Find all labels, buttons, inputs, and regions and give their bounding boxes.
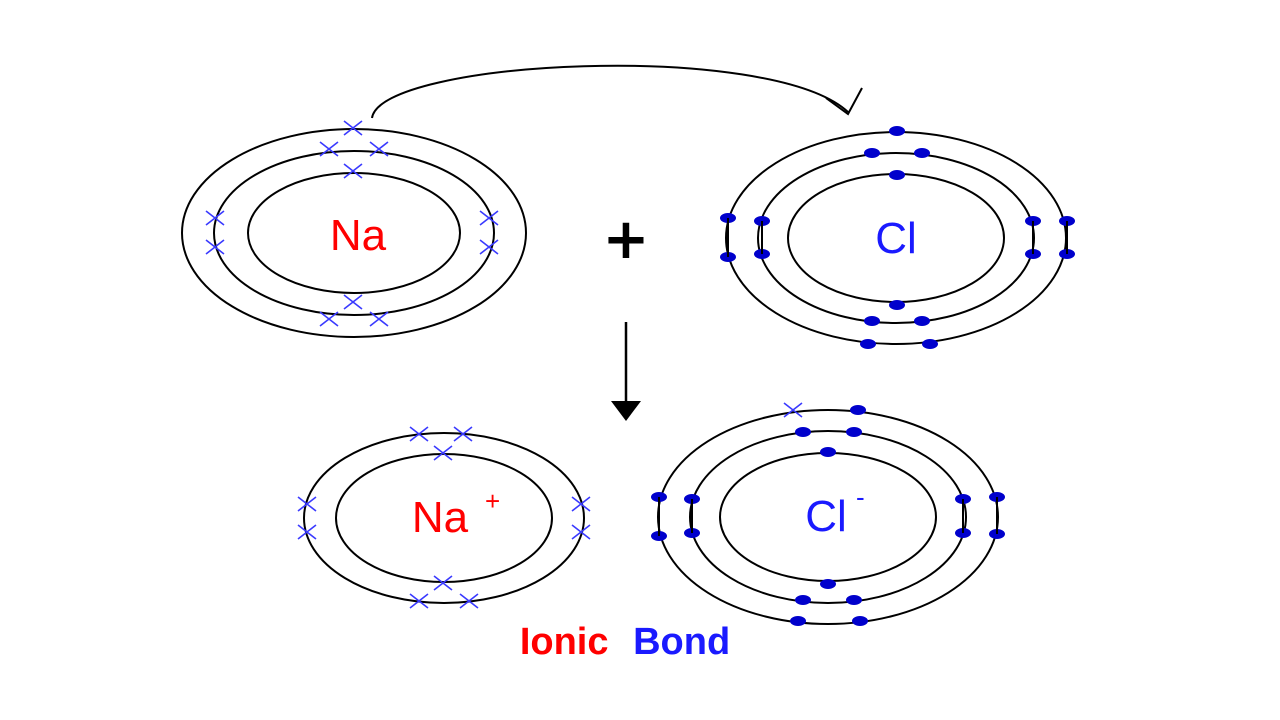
- sodium-atom: Na: [181, 120, 527, 338]
- cross-electron-icon: [433, 575, 453, 591]
- caption-word-ionic: Ionic: [520, 621, 609, 663]
- cross-electron-icon: [783, 402, 803, 418]
- down-arrow-icon: [611, 322, 641, 421]
- dot-electron-icon: [820, 579, 836, 589]
- dot-electron-icon: [864, 316, 880, 326]
- dot-electron-icon: [889, 300, 905, 310]
- sodium-ion: Na +: [297, 426, 591, 609]
- cross-electron-icon: [343, 163, 363, 179]
- chlorine-pair-bars: [727, 218, 1068, 257]
- cross-electron-icon: [459, 593, 479, 609]
- cross-electron-icon: [205, 210, 225, 226]
- cross-electron-icon: [343, 120, 363, 136]
- cross-electron-icon: [571, 496, 591, 512]
- dot-electron-icon: [790, 616, 806, 626]
- curved-arrow-icon: [371, 64, 849, 119]
- cross-electron-icon: [343, 294, 363, 310]
- dot-electron-icon: [795, 595, 811, 605]
- dot-electron-icon: [846, 595, 862, 605]
- cross-electron-icon: [571, 524, 591, 540]
- sodium-ion-symbol: Na: [412, 493, 469, 542]
- cross-electron-icon: [479, 210, 499, 226]
- cross-electron-icon: [297, 496, 317, 512]
- sodium-ion-electrons: [297, 426, 591, 609]
- caption: Ionic Bond: [520, 621, 730, 663]
- sodium-symbol: Na: [330, 211, 387, 260]
- cross-electron-icon: [433, 445, 453, 461]
- dot-electron-icon: [795, 427, 811, 437]
- chloride-ion: Cl -: [651, 402, 1005, 626]
- dot-electron-icon: [922, 339, 938, 349]
- cross-electron-icon: [369, 311, 389, 327]
- cross-electron-icon: [369, 141, 389, 157]
- cross-electron-icon: [319, 141, 339, 157]
- dot-electron-icon: [820, 447, 836, 457]
- dot-electron-icon: [846, 427, 862, 437]
- chloride-ion-charge: -: [856, 482, 865, 512]
- cross-electron-icon: [205, 239, 225, 255]
- electron-transfer-arrow: [371, 64, 863, 119]
- dot-electron-icon: [889, 170, 905, 180]
- cross-electron-icon: [409, 593, 429, 609]
- dot-electron-icon: [889, 126, 905, 136]
- dot-electron-icon: [850, 405, 866, 415]
- cross-electron-icon: [453, 426, 473, 442]
- dot-electron-icon: [860, 339, 876, 349]
- caption-word-bond: Bond: [633, 621, 730, 663]
- dot-electron-icon: [852, 616, 868, 626]
- sodium-ion-charge: +: [485, 486, 500, 516]
- chlorine-atom: Cl: [720, 126, 1075, 349]
- sodium-electrons: [205, 120, 499, 327]
- dot-electron-icon: [914, 148, 930, 158]
- chloride-ion-symbol: Cl: [805, 492, 847, 541]
- dot-electron-icon: [914, 316, 930, 326]
- cross-electron-icon: [319, 311, 339, 327]
- cross-electron-icon: [409, 426, 429, 442]
- cross-electron-icon: [479, 239, 499, 255]
- dot-electron-icon: [864, 148, 880, 158]
- chlorine-symbol: Cl: [875, 214, 917, 263]
- plus-sign: +: [603, 207, 650, 272]
- arrow-head: [825, 87, 863, 116]
- chloride-ion-electrons: [651, 405, 1005, 626]
- cross-electron-icon: [297, 524, 317, 540]
- chloride-ion-pair-bars: [658, 497, 998, 536]
